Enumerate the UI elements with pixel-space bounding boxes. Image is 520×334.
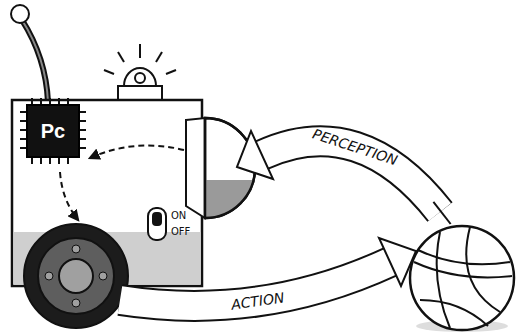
antenna-knob [11,5,29,23]
beacon-light [104,44,176,100]
antenna [22,20,48,102]
processor-chip: Pc [26,104,80,158]
switch-label: OFF [171,227,190,237]
signal-path [90,146,184,159]
chip-pins [20,98,86,164]
wheel [24,224,128,328]
switch-label: ON [171,211,186,221]
power-switch [148,208,166,240]
antenna-shine [22,20,48,102]
signal-path [60,172,78,220]
volleyball [410,226,514,332]
chip-label: Pc [41,120,65,143]
